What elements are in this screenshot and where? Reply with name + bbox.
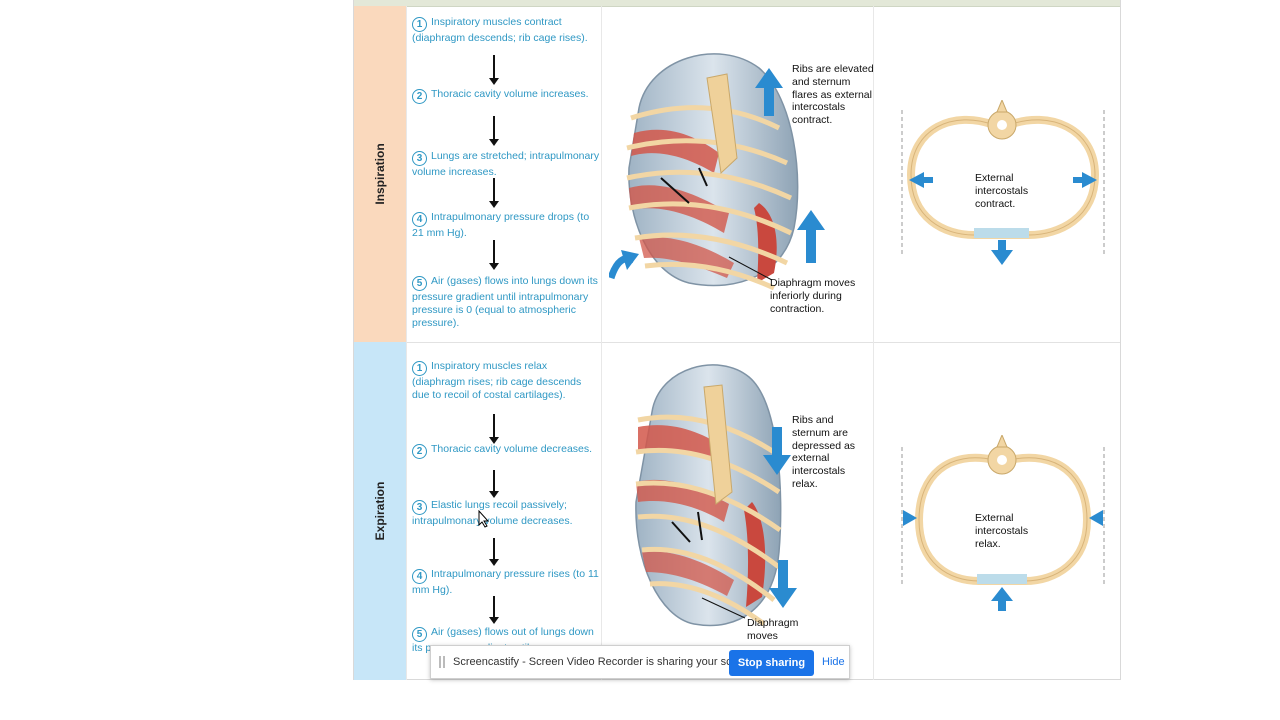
expiration-row-label: Expiration <box>354 342 406 680</box>
step-text: Intrapulmonary pressure drops (to 21 mm … <box>412 211 590 239</box>
flow-arrow <box>489 55 499 85</box>
hide-button[interactable]: Hide <box>822 656 845 668</box>
step-text: Inspiratory muscles contract (diaphragm … <box>412 16 588 44</box>
step-number: 4 <box>412 212 427 227</box>
flow-arrow <box>489 116 499 146</box>
flow-arrow <box>489 538 499 566</box>
row-divider <box>406 342 1120 343</box>
step-text: Elastic lungs recoil passively; intrapul… <box>412 499 573 527</box>
step-text: Intrapulmonary pressure rises (to 11 mm … <box>412 568 599 596</box>
step-number: 1 <box>412 361 427 376</box>
expiration-cross-section-illustration <box>901 435 1105 611</box>
flow-arrow <box>489 596 499 624</box>
cross-section-caption: External intercostals relax. <box>975 512 1029 550</box>
step-text: Thoracic cavity volume increases. <box>431 88 589 100</box>
step-number: 1 <box>412 17 427 32</box>
step-number: 4 <box>412 569 427 584</box>
step-number: 5 <box>412 627 427 642</box>
flow-arrow <box>489 470 499 498</box>
step-text: Air (gases) flows into lungs down its pr… <box>412 275 598 329</box>
screen-sharing-bar: Screencastify - Screen Video Recorder is… <box>430 645 850 679</box>
diaphragm-leader-line <box>701 597 746 619</box>
column-divider <box>601 6 602 680</box>
column-divider <box>406 6 407 680</box>
step-number: 2 <box>412 444 427 459</box>
rib-depression-caption: Ribs and sternum are depressed as extern… <box>792 414 856 490</box>
flow-arrow <box>489 414 499 444</box>
step-number: 3 <box>412 500 427 515</box>
rib-elevation-caption: Ribs are elevated and sternum flares as … <box>792 63 874 127</box>
expiration-rib-cage-illustration <box>635 364 782 627</box>
flow-arrow <box>489 240 499 270</box>
inspiration-rib-cage-illustration <box>609 53 799 291</box>
step-number: 3 <box>412 151 427 166</box>
step-text: Lungs are stretched; intrapulmonary volu… <box>412 150 600 178</box>
step-text: Inspiratory muscles relax (diaphragm ris… <box>412 360 582 401</box>
expiration-step-2: 2 Thoracic cavity volume decreases. <box>412 443 600 459</box>
diaphragm-caption: Diaphragm moves <box>747 617 799 642</box>
rib-elevation-arrow-icon <box>755 68 783 116</box>
inspiration-label: Inspiration <box>373 143 387 205</box>
drag-handle-icon[interactable] <box>439 656 445 668</box>
diaphragm-caption: Diaphragm moves inferiorly during contra… <box>770 277 856 315</box>
inspiration-cross-section-illustration <box>901 100 1105 265</box>
step-number: 5 <box>412 276 427 291</box>
expiration-label: Expiration <box>373 481 387 541</box>
stop-sharing-button[interactable]: Stop sharing <box>729 650 814 676</box>
diaphragm-arrow-icon <box>797 210 825 263</box>
sharing-message: Screencastify - Screen Video Recorder is… <box>453 656 757 668</box>
panel-top-border <box>354 0 1120 7</box>
column-divider <box>873 6 874 680</box>
rib-depression-arrow-icon <box>763 427 791 475</box>
diaphragm-leader-line <box>728 256 773 281</box>
diaphragm-rise-arrow-icon <box>769 560 797 608</box>
step-text: Thoracic cavity volume decreases. <box>431 443 593 455</box>
cross-section-caption: External intercostals contract. <box>975 172 1029 210</box>
flow-arrow <box>489 178 499 208</box>
inspiration-step-2: 2 Thoracic cavity volume increases. <box>412 88 600 104</box>
step-number: 2 <box>412 89 427 104</box>
mouse-cursor-icon <box>478 510 490 528</box>
inspiration-row-label: Inspiration <box>354 6 406 342</box>
